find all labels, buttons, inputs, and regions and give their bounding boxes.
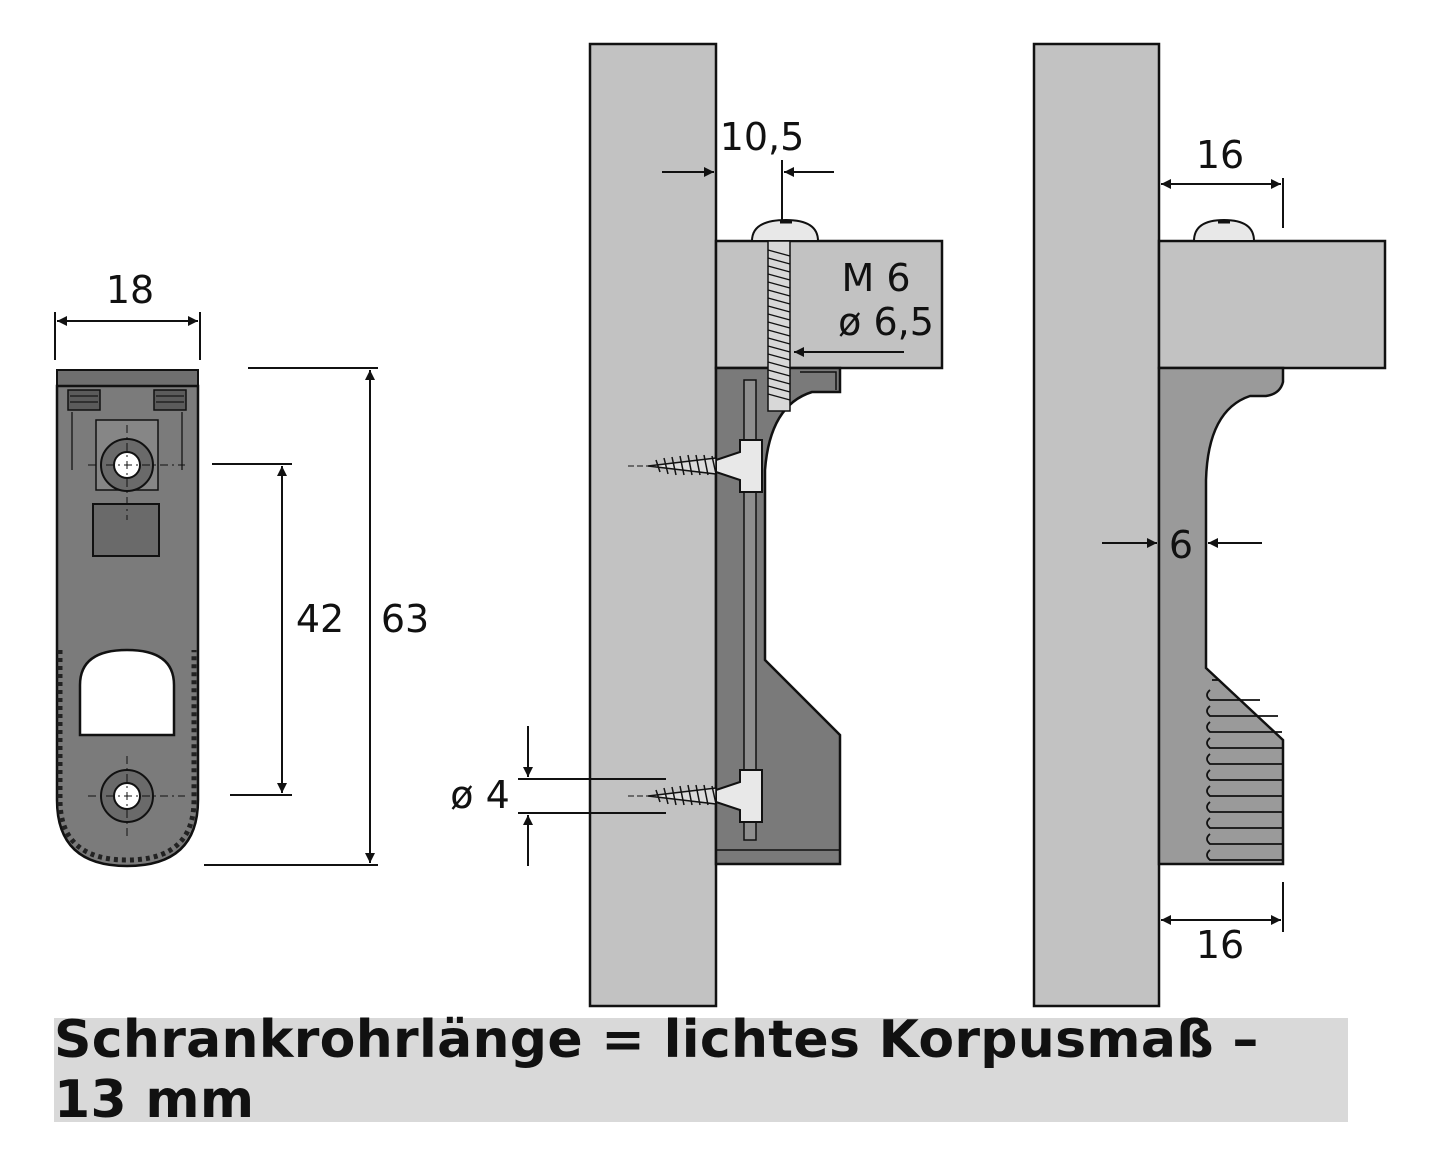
dimension-depth-16-bottom: 16 [1161, 882, 1284, 967]
label-16-top: 16 [1196, 133, 1244, 177]
dimension-depth-16-top: 16 [1161, 133, 1284, 228]
right-bracket-side [1157, 366, 1285, 866]
dimension-screw-4: ø 4 [450, 726, 666, 866]
right-shelf [1157, 239, 1387, 370]
middle-side-panel [588, 42, 718, 1008]
label-42: 42 [296, 597, 344, 641]
wood-screw-lower [628, 769, 763, 823]
front-view-bracket [55, 369, 200, 868]
wood-screw-upper [628, 439, 763, 493]
dimension-height-63: 63 [204, 367, 429, 866]
dimension-width-18: 18 [54, 268, 201, 360]
label-bore-6-5: ø 6,5 [838, 300, 934, 344]
label-6: 6 [1169, 523, 1193, 567]
label-16-bottom: 16 [1196, 923, 1244, 967]
dimension-wall-6: 6 [1102, 523, 1262, 567]
caption-bar: Schrankrohrlänge = lichtes Korpusmaß – 1… [54, 1010, 1348, 1130]
right-side-panel [1032, 42, 1161, 1008]
caption-text: Schrankrohrlänge = lichtes Korpusmaß – 1… [54, 1010, 1259, 1130]
dimension-offset-10-5: 10,5 [662, 115, 834, 240]
label-thread-bore: M 6 ø 6,5 [794, 256, 934, 357]
right-screw-head [1192, 218, 1256, 242]
middle-shelf [714, 239, 944, 370]
label-m6: M 6 [841, 256, 910, 300]
machine-screw-m6 [750, 218, 820, 412]
label-18: 18 [106, 268, 154, 312]
label-screw-4: ø 4 [450, 773, 510, 817]
label-63: 63 [381, 597, 429, 641]
label-10-5: 10,5 [720, 115, 805, 159]
dimension-hole-spacing-42: 42 [212, 463, 344, 796]
